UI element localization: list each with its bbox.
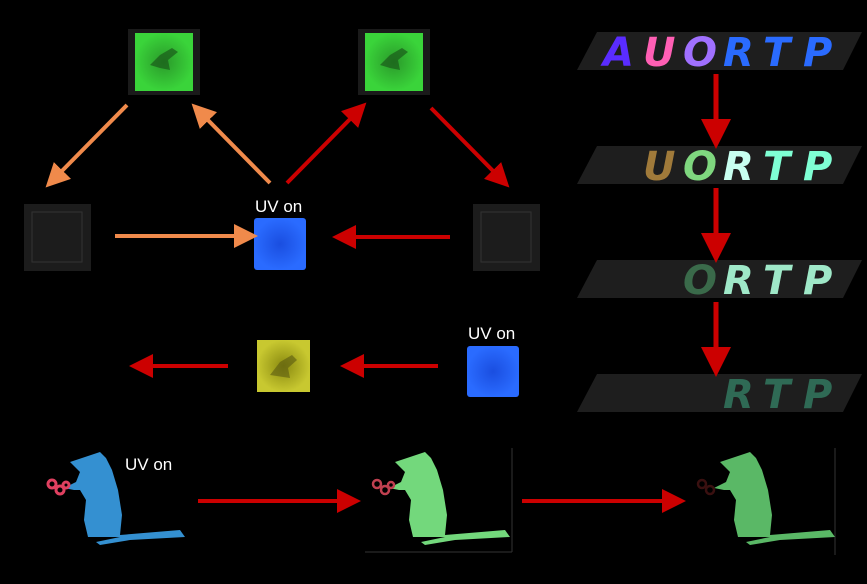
- panel-letter: R: [723, 30, 754, 76]
- panel-letter: T: [763, 30, 793, 76]
- red-arrow: [429, 106, 510, 188]
- dark-sample-right: [473, 204, 540, 271]
- panel-letter: R: [723, 258, 754, 304]
- panel-letter: A: [600, 30, 634, 76]
- rat-green-faded: [696, 448, 836, 555]
- panel-letter: P: [803, 372, 832, 418]
- panel-letter: P: [803, 144, 832, 190]
- panel-letter: R: [723, 372, 754, 418]
- panel-letter: P: [803, 30, 832, 76]
- panel-letter: O: [683, 258, 717, 304]
- uv-on-label: UV on: [468, 324, 515, 343]
- red-arrow: [285, 102, 367, 185]
- panel-letter: T: [763, 372, 793, 418]
- uv-on-label: UV on: [125, 455, 172, 474]
- green-sample-right: [358, 29, 430, 95]
- panel-letter: U: [643, 144, 675, 190]
- rat-blue: [46, 452, 185, 545]
- panel-letter: R: [723, 144, 754, 190]
- dark-sample-left: [24, 204, 91, 271]
- panel-letter: O: [683, 144, 717, 190]
- green-sample-left: [128, 29, 200, 95]
- rat-green: [371, 452, 510, 545]
- orange-arrow: [45, 103, 129, 188]
- orange-arrow: [191, 103, 272, 185]
- panel-letter: U: [643, 30, 675, 76]
- blue-sample-uv-2: [467, 346, 519, 397]
- panel-letter: T: [763, 258, 793, 304]
- uv-on-label: UV on: [255, 197, 302, 216]
- panel-letter: O: [683, 30, 717, 76]
- blue-sample-uv: [254, 218, 306, 270]
- yellow-sample: [257, 340, 310, 392]
- rat-green-frame: [365, 448, 513, 553]
- panel-letter: P: [803, 258, 832, 304]
- panel-letter: T: [763, 144, 793, 190]
